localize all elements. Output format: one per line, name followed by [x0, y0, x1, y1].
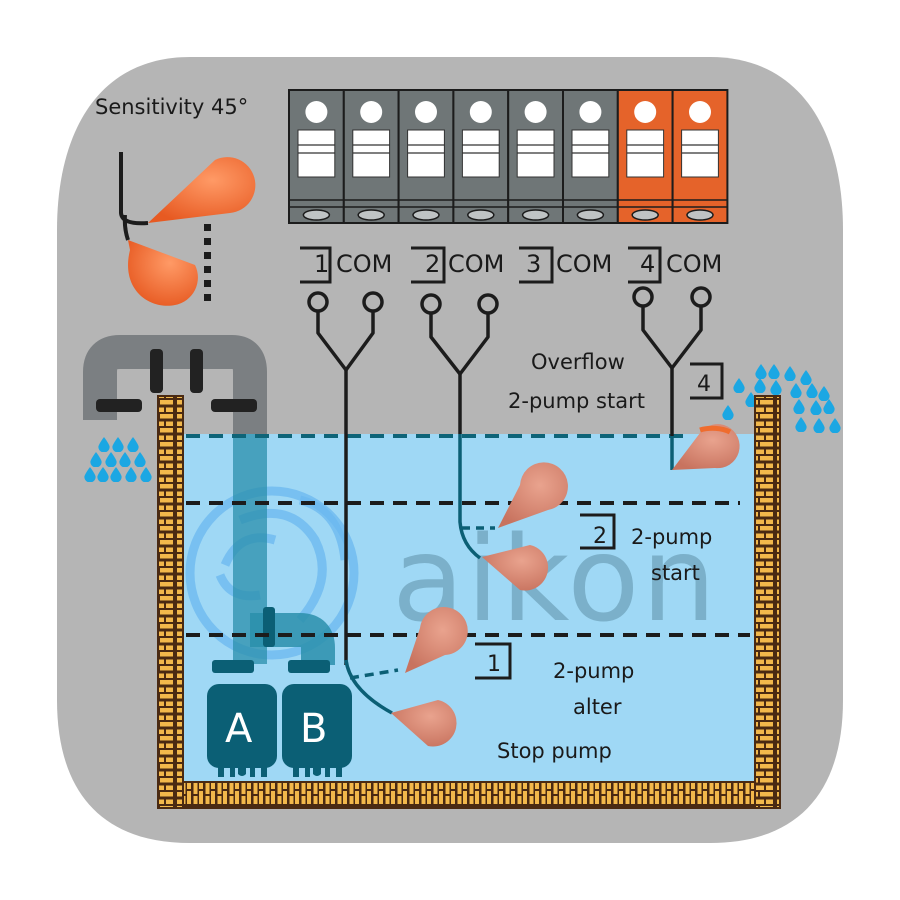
relay-module [671, 89, 729, 224]
terminal-screw-icon [576, 209, 605, 221]
pump-b: B [282, 684, 352, 777]
level-label-1: 1 2-pump alter [475, 642, 634, 719]
float-icon [128, 240, 198, 306]
terminal-screw-icon [467, 209, 495, 221]
level-label-2: 2 2-pump start [580, 513, 712, 585]
float-icon [405, 607, 468, 673]
level-number: 1 [487, 652, 501, 677]
relay-module-block [288, 89, 729, 224]
terminal-number: 2 [425, 250, 440, 278]
pump-a: A [207, 684, 277, 777]
indicator-light-icon [634, 101, 657, 123]
relay-module [507, 89, 565, 224]
sensitivity-label: Sensitivity 45° [95, 95, 248, 119]
float-icon [391, 700, 457, 747]
relay-module [288, 89, 345, 224]
brick-wall-right [754, 395, 781, 809]
level-text-line: 2-pump [631, 525, 712, 549]
indicator-light-icon [579, 101, 602, 123]
indicator-light-icon [360, 101, 383, 123]
relay-module [562, 89, 619, 224]
float-icon [498, 462, 568, 528]
indicator-light-icon [469, 101, 492, 123]
brick-wall-left [157, 395, 184, 809]
terminal-number: 4 [640, 250, 655, 278]
terminal-screw-icon [357, 209, 385, 221]
terminal-number: 1 [314, 250, 329, 278]
level-text-line: Stop pump [497, 739, 612, 763]
indicator-light-icon [524, 101, 547, 123]
indicator-light-icon [689, 101, 711, 123]
discharge-pipe [83, 335, 267, 440]
indicator-light-icon [305, 101, 328, 123]
sensitivity-float-illustration [119, 152, 256, 306]
brick-floor [182, 781, 756, 809]
com-label: COM [666, 250, 722, 278]
terminal-screw-icon [302, 209, 331, 221]
com-label: COM [448, 250, 504, 278]
terminal-number: 3 [526, 250, 541, 278]
terminal-4: 4 COM [628, 246, 722, 284]
level-text-line: start [651, 561, 700, 585]
terminal-screw-icon [521, 209, 550, 221]
level-text-line: 2-pump [553, 659, 634, 683]
terminal-labels: 1 COM 2 COM 3 COM 4 COM [300, 246, 722, 284]
relay-module [616, 89, 674, 224]
dotted-indicator [204, 224, 211, 301]
indicator-light-icon [415, 101, 437, 123]
terminal-screw-icon [412, 209, 440, 221]
float-icon [482, 545, 549, 591]
com-label: COM [336, 250, 392, 278]
level-text-line: Overflow [531, 350, 625, 374]
terminal-screw-icon [686, 209, 714, 221]
level-text-line: alter [573, 695, 622, 719]
terminal-screw-icon [631, 209, 659, 221]
level-label-overflow: Overflow 2-pump start 4 [508, 350, 724, 413]
float-switch-1-wiring [307, 291, 399, 715]
relay-module [397, 89, 455, 224]
float-switch-4-wiring [632, 286, 712, 470]
float-switch-2-wiring [420, 293, 499, 560]
pump-label: B [300, 706, 327, 752]
float-icon [148, 157, 256, 223]
relay-module [342, 89, 400, 224]
pump-label: A [225, 706, 253, 752]
float-icon [672, 424, 740, 470]
level-label-stop: Stop pump [497, 739, 612, 763]
com-label: COM [556, 250, 612, 278]
level-text-line: 2-pump start [508, 389, 645, 413]
level-number: 2 [593, 524, 607, 549]
relay-module [452, 89, 510, 224]
terminal-3: 3 COM [519, 246, 612, 284]
terminal-1: 1 COM [300, 246, 392, 284]
terminal-2: 2 COM [411, 246, 504, 284]
level-number: 4 [697, 372, 711, 397]
